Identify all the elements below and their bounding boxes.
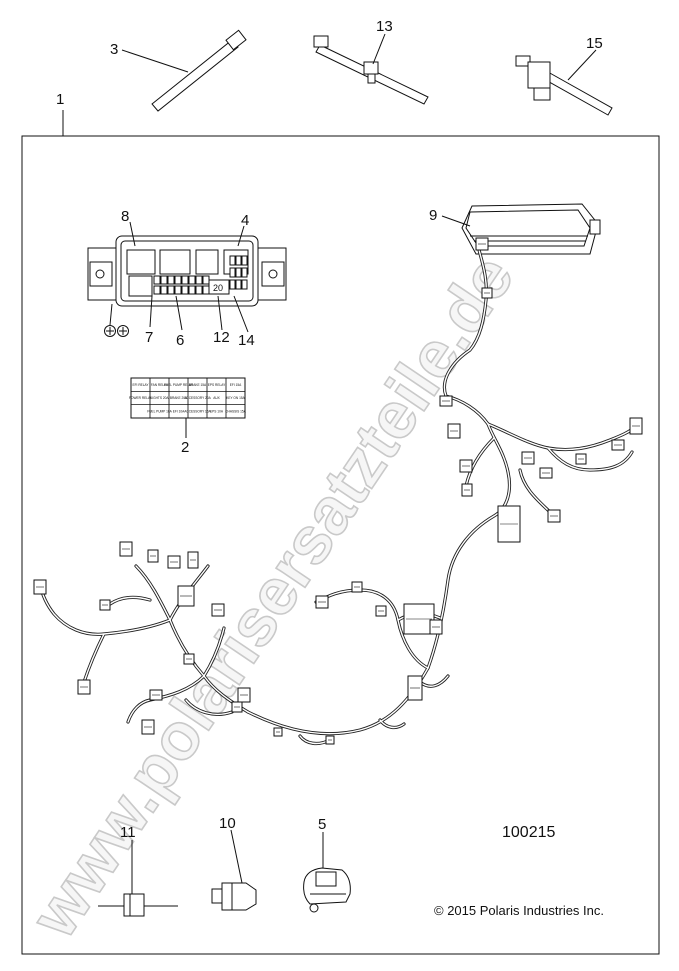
- label-cell-text: BRAKE 15A: [189, 383, 207, 387]
- fuse-cavity: [174, 275, 182, 285]
- label-cell-text: EPS 10A: [210, 410, 224, 414]
- fuse-cavity: [167, 275, 175, 285]
- label-cell-text: POWER RELAY: [129, 396, 153, 400]
- push-mount-tie-part: 13: [313, 18, 429, 105]
- callout-6: 6: [176, 332, 184, 349]
- fuse-cavity: [195, 285, 203, 295]
- label-cell-text: EFI 15A: [230, 383, 242, 387]
- relay-cavity: [241, 279, 248, 290]
- relay-cavity: [235, 279, 242, 290]
- label-cell-text: ACCESSORY 20A: [184, 396, 211, 400]
- switch-connector-part: 5: [303, 816, 351, 913]
- relay-cavity: [229, 267, 236, 278]
- harness-wire-core: [39, 583, 171, 635]
- harness-wire-core: [547, 447, 633, 471]
- relay-cavity: [229, 255, 236, 266]
- harness-wire-core: [419, 675, 449, 687]
- label-cell-text: KEY ON 15A: [226, 396, 245, 400]
- cable-tie-part: 3: [110, 29, 247, 112]
- harness-assembly-frame: 1: [21, 91, 660, 955]
- fuse-box-cover: 9: [429, 203, 601, 255]
- label-cell-text: EFI 10A: [173, 410, 185, 414]
- label-cell-text: CHASSIS 15A: [225, 410, 246, 414]
- harness-wire-core: [465, 437, 495, 487]
- label-cell-text: FAN RELAY: [151, 383, 169, 387]
- harness-wire-core: [315, 589, 429, 669]
- harness-wire-core: [83, 633, 105, 683]
- relay-cavity: [235, 267, 242, 278]
- fuse-cavity: [160, 285, 168, 295]
- fuse-cavity: [188, 275, 196, 285]
- fuse-cavity: [167, 285, 175, 295]
- fuse-cavity: [195, 275, 203, 285]
- label-cell-text: AUX: [213, 396, 220, 400]
- fuse-cavity: [181, 285, 189, 295]
- harness-wire-core: [247, 423, 511, 735]
- callout-4: 4: [241, 212, 249, 229]
- terminal-connector-part: 10: [211, 815, 257, 911]
- fuse-slot-label: 20: [213, 283, 223, 293]
- harness-wire-core: [203, 627, 225, 677]
- callout-3: 3: [110, 41, 118, 58]
- edge-clip-tie-part: 15: [515, 35, 613, 116]
- label-cell-text: BRAKE 20A: [170, 396, 188, 400]
- harness-wire-core: [185, 699, 233, 716]
- label-cell-text: EPS RELAY: [208, 383, 226, 387]
- callout-13: 13: [376, 18, 393, 35]
- harness-wire-core: [379, 719, 405, 729]
- harness-wire-core: [109, 596, 151, 605]
- callout-5: 5: [318, 816, 326, 833]
- relay-cavity: [235, 255, 242, 266]
- main-wire-harness: [33, 237, 643, 746]
- fuse-cavity: [181, 275, 189, 285]
- callout-10: 10: [219, 815, 236, 832]
- label-cell-text: ACCESSORY 15A: [184, 410, 211, 414]
- harness-wire-core: [487, 423, 637, 451]
- callout-11: 11: [120, 824, 136, 841]
- callout-14: 14: [238, 332, 255, 349]
- fuse-cavity: [174, 285, 182, 295]
- label-cell: [225, 404, 246, 419]
- callout-7: 7: [145, 329, 153, 346]
- fuse-grid: [153, 255, 248, 295]
- callout-12: 12: [213, 329, 230, 346]
- fuse-cavity: [202, 275, 210, 285]
- diode-part: 11: [98, 824, 178, 917]
- harness-wire-core: [135, 565, 249, 713]
- callout-15: 15: [586, 35, 603, 52]
- label-cell-text: LIGHTS 20A: [150, 396, 169, 400]
- fuse-cavity: [202, 285, 210, 295]
- harness-wire: [546, 446, 634, 472]
- copyright-notice: © 2015 Polaris Industries Inc.: [434, 903, 604, 918]
- label-cell-text: FUEL PUMP RELAY: [164, 383, 194, 387]
- label-cell-text: EFI RELAY: [132, 383, 149, 387]
- fuse-cavity: [188, 285, 196, 295]
- callout-1: 1: [56, 91, 64, 108]
- callout-8: 8: [121, 208, 129, 225]
- callout-9: 9: [429, 207, 437, 224]
- label-cell-text: FUEL PUMP 10A: [147, 410, 172, 414]
- relay-cavity: [241, 267, 248, 278]
- relay-cavity: [229, 279, 236, 290]
- figure-number: 100215: [502, 824, 555, 841]
- fuse-relay-box: 20 8 4 7 6 12 14: [87, 208, 287, 349]
- fuse-cavity: [153, 275, 161, 285]
- fuse-cavity: [153, 285, 161, 295]
- callout-2: 2: [181, 439, 189, 456]
- watermark: www.polarisersatzteile.de: [16, 241, 528, 950]
- harness-wire-core: [443, 245, 489, 425]
- relay-cavity: [241, 255, 248, 266]
- fuse-cavity: [160, 275, 168, 285]
